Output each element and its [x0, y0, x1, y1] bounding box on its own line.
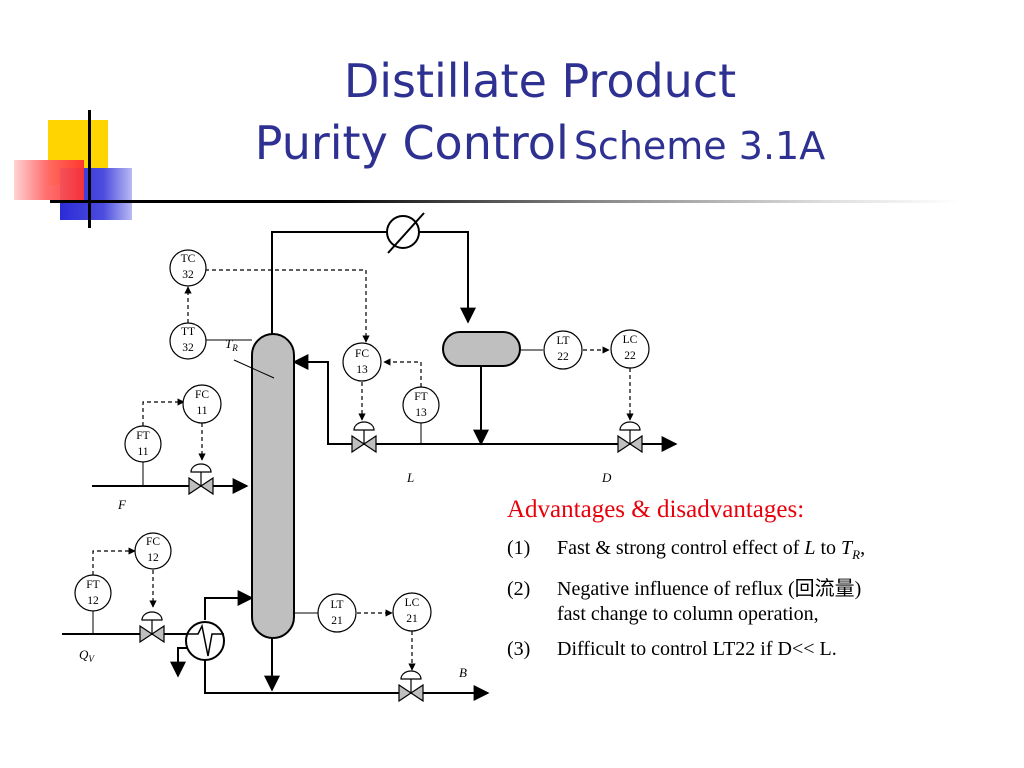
- svg-text:13: 13: [415, 407, 427, 419]
- svg-text:13: 13: [356, 364, 368, 376]
- svg-text:TC: TC: [181, 253, 196, 265]
- instrument-lc21: LC 21: [392, 592, 432, 632]
- vapor-line: [271, 231, 476, 334]
- svg-text:12: 12: [87, 595, 99, 607]
- instrument-fc11: FC 11: [182, 384, 222, 424]
- note-text: Fast & strong control effect of L to TR,: [557, 537, 866, 562]
- instrument-ft13: FT 13: [402, 386, 440, 424]
- condenser-icon: [386, 212, 425, 254]
- instrument-ft12: FT 12: [74, 574, 112, 612]
- note-number: (1): [507, 537, 531, 559]
- svg-text:22: 22: [557, 351, 569, 363]
- svg-text:32: 32: [182, 342, 194, 354]
- distillation-column: [251, 333, 295, 639]
- reflux-accumulator: [442, 331, 521, 367]
- notes-panel: Advantages & disadvantages: (1) Fast & s…: [507, 496, 1012, 672]
- instrument-fc12: FC 12: [134, 532, 172, 570]
- svg-text:12: 12: [147, 552, 159, 564]
- svg-text:FT: FT: [86, 579, 99, 591]
- label-l: L: [406, 470, 414, 485]
- svg-text:11: 11: [196, 405, 207, 417]
- svg-text:11: 11: [137, 446, 148, 458]
- note-number: (2): [507, 578, 531, 600]
- valve-reflux: [351, 421, 377, 454]
- deco-horizontal-rule: [50, 200, 960, 203]
- title-line2-main: Purity Control: [254, 116, 569, 170]
- title-line1: Distillate Product: [343, 54, 737, 108]
- reboiler-return: [204, 590, 254, 620]
- signal-ft13-fc13: [383, 358, 422, 387]
- reboiler-icon: [185, 621, 225, 661]
- label-tr: TR: [225, 336, 238, 353]
- signal-tc32-fc13: [205, 269, 370, 343]
- svg-text:LC: LC: [405, 597, 420, 609]
- note-item-1: (1) Fast & strong control effect of L to…: [507, 536, 1012, 567]
- label-d: D: [601, 470, 612, 485]
- svg-text:LT: LT: [557, 335, 570, 347]
- bottoms-line: [204, 660, 490, 701]
- instrument-lc22: LC 22: [610, 329, 650, 369]
- valve-feed: [188, 463, 214, 496]
- notes-heading: Advantages & disadvantages:: [507, 496, 805, 523]
- valve-steam: [139, 611, 165, 644]
- valve-distillate: [617, 421, 643, 454]
- label-qv: QV: [79, 647, 95, 664]
- instrument-fc13: FC 13: [342, 342, 382, 382]
- svg-text:FC: FC: [195, 389, 209, 401]
- note-item-3: (3) Difficult to control LT22 if D<< L.: [507, 637, 1012, 662]
- slide-title: Distillate Product Purity Control Scheme…: [150, 50, 930, 185]
- svg-text:TT: TT: [181, 326, 195, 338]
- svg-text:LT: LT: [331, 599, 344, 611]
- label-f: F: [117, 497, 127, 512]
- note-item-2: (2) Negative influence of reflux (回流量) f…: [507, 577, 1012, 627]
- note-number: (3): [507, 638, 531, 660]
- instrument-tc32: TC 32: [169, 249, 207, 287]
- deco-vertical-line: [88, 110, 91, 228]
- temperature-tap: [233, 359, 275, 379]
- reflux-line: [292, 354, 481, 445]
- svg-text:21: 21: [406, 613, 418, 625]
- svg-text:22: 22: [624, 350, 636, 362]
- svg-text:21: 21: [331, 615, 343, 627]
- instrument-lt21: LT 21: [317, 593, 357, 633]
- note-text: Negative influence of reflux (回流量) fast …: [557, 578, 862, 625]
- signal-ft11-fc11: [142, 398, 185, 426]
- svg-text:LC: LC: [623, 334, 638, 346]
- instrument-tt32: TT 32: [169, 322, 207, 360]
- svg-text:FC: FC: [146, 536, 160, 548]
- signal-ft12-fc12: [92, 547, 136, 575]
- svg-text:FC: FC: [355, 348, 369, 360]
- label-b: B: [459, 665, 467, 680]
- instrument-lt22: LT 22: [543, 330, 583, 370]
- svg-text:FT: FT: [136, 430, 149, 442]
- svg-text:32: 32: [182, 269, 194, 281]
- svg-text:FT: FT: [414, 391, 427, 403]
- instrument-ft11: FT 11: [124, 425, 162, 463]
- title-line2-sub: Scheme 3.1A: [573, 124, 826, 168]
- note-text: Difficult to control LT22 if D<< L.: [557, 638, 837, 660]
- deco-red-square: [14, 160, 84, 200]
- valve-bottoms: [398, 670, 424, 703]
